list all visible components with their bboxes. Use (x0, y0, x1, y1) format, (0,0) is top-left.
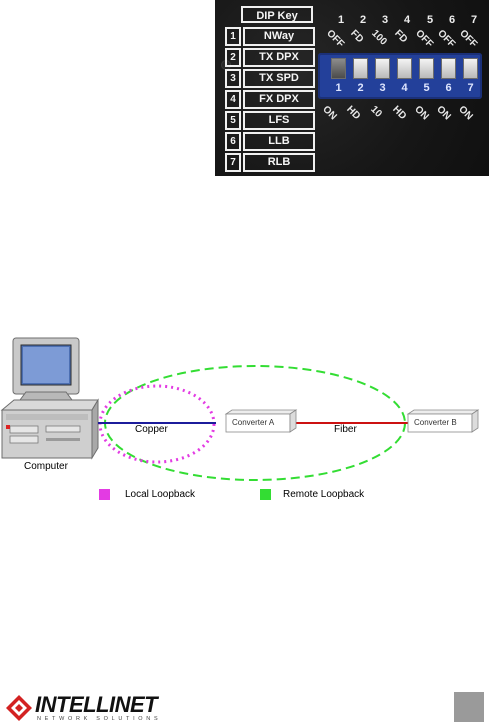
dip-column-number: 5 (423, 14, 437, 26)
dip-column-number: 4 (400, 14, 414, 26)
dip-key-row: 5 LFS (225, 111, 315, 130)
copper-label: Copper (135, 424, 168, 435)
dip-switch-photo: DIP Key 1 NWay 2 TX DPX 3 TX SPD 4 FX DP… (215, 0, 489, 176)
intellinet-logo: INTELLINET NETWORK SOLUTIONS (5, 692, 195, 722)
dip-key-num: 1 (225, 27, 241, 46)
local-loopback-legend: Local Loopback (125, 489, 195, 500)
dip-switch-label: 3 (375, 82, 390, 94)
dip-key-name: NWay (243, 27, 315, 46)
dip-key-num: 6 (225, 132, 241, 151)
converter-b-label: Converter B (414, 418, 457, 427)
computer-label: Computer (24, 461, 68, 472)
dip-switch-lever (331, 58, 346, 79)
dip-column-number: 1 (334, 14, 348, 26)
dip-column-number: 7 (467, 14, 481, 26)
dip-key-row: 6 LLB (225, 132, 315, 151)
local-loopback-swatch (99, 489, 110, 500)
dip-key-row: 3 TX SPD (225, 69, 315, 88)
dip-key-name: LFS (243, 111, 315, 130)
dip-switch-lever (353, 58, 368, 79)
dip-key-name: TX SPD (243, 69, 315, 88)
dip-key-name: LLB (243, 132, 315, 151)
logo-text: INTELLINET (35, 692, 157, 718)
dip-key-row: 4 FX DPX (225, 90, 315, 109)
dip-key-num: 3 (225, 69, 241, 88)
converter-a-label: Converter A (232, 418, 274, 427)
dip-switch: 6 (441, 58, 456, 94)
dip-key-table: DIP Key 1 NWay 2 TX DPX 3 TX SPD 4 FX DP… (225, 6, 315, 168)
dip-key-num: 7 (225, 153, 241, 172)
dip-key-row: 7 RLB (225, 153, 315, 172)
dip-column-number: 3 (378, 14, 392, 26)
dip-column-number: 6 (445, 14, 459, 26)
dip-switch-label: 1 (331, 82, 346, 94)
dip-switch-lever (441, 58, 456, 79)
dip-key-name: TX DPX (243, 48, 315, 67)
fiber-label: Fiber (334, 424, 357, 435)
dip-column-number: 2 (356, 14, 370, 26)
dip-switch: 3 (375, 58, 390, 94)
dip-key-row: 1 NWay (225, 27, 315, 46)
dip-switch: 2 (353, 58, 368, 94)
dip-switch: 1 (331, 58, 346, 94)
dip-switch: 7 (463, 58, 478, 94)
dip-key-name: FX DPX (243, 90, 315, 109)
dip-switch-label: 6 (441, 82, 456, 94)
computer-icon (2, 338, 98, 458)
dip-switch: 4 (397, 58, 412, 94)
dip-switch: 5 (419, 58, 434, 94)
dip-key-num: 5 (225, 111, 241, 130)
dip-switch-lever (419, 58, 434, 79)
dip-switch-label: 4 (397, 82, 412, 94)
dip-switch-lever (463, 58, 478, 79)
remote-loopback-legend: Remote Loopback (283, 489, 364, 500)
page-number-box (454, 692, 484, 722)
dip-key-num: 2 (225, 48, 241, 67)
dip-key-name: RLB (243, 153, 315, 172)
logo-mark-icon (5, 694, 33, 722)
dip-key-row: 2 TX DPX (225, 48, 315, 67)
dip-switch-label: 5 (419, 82, 434, 94)
page-footer: INTELLINET NETWORK SOLUTIONS (0, 688, 489, 726)
dip-switch-lever (397, 58, 412, 79)
dip-switch-lever (375, 58, 390, 79)
logo-subtitle: NETWORK SOLUTIONS (37, 716, 161, 722)
remote-loopback-swatch (260, 489, 271, 500)
loopback-diagram: Computer Copper Fiber Converter A Conver… (0, 334, 489, 514)
dip-switch-block: 1 2 3 4 5 6 7 (318, 53, 482, 99)
dip-switch-label: 2 (353, 82, 368, 94)
dip-key-num: 4 (225, 90, 241, 109)
dip-switch-label: 7 (463, 82, 478, 94)
dip-key-title: DIP Key (241, 6, 313, 23)
